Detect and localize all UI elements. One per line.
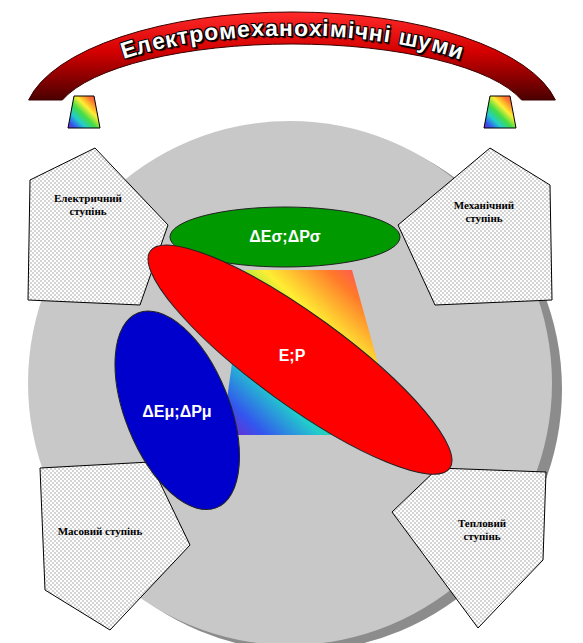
- title-letter: а: [265, 17, 278, 40]
- stage-shape: [392, 468, 546, 628]
- energy-label: ΔEσ;ΔPσ: [200, 227, 370, 246]
- node-outline: [26, 146, 170, 307]
- energy-ellipse: ΔEμ;ΔPμ: [113, 309, 241, 512]
- stage-label: Тепловий ступінь: [439, 517, 525, 543]
- stage-label: Масовий ступінь: [57, 525, 143, 538]
- energy-label: ΔEμ;ΔPμ: [129, 402, 225, 421]
- title-arc: [29, 12, 556, 100]
- title-letter: м: [329, 18, 348, 42]
- title-letter: о: [203, 21, 220, 46]
- title-letter: ч: [354, 19, 370, 43]
- stage-shape: [40, 462, 190, 630]
- title-letter: і: [322, 17, 329, 40]
- title-letter: м: [218, 19, 237, 44]
- stage-label: Механічний ступінь: [441, 199, 527, 225]
- title-letter: р: [188, 22, 205, 47]
- title-letter: о: [293, 16, 307, 39]
- title-letter: х: [308, 17, 322, 40]
- rainbow-trapezoid-small: [68, 96, 100, 128]
- node-outline: [390, 466, 548, 630]
- title-letter: і: [383, 23, 393, 47]
- node-outline: [20, 0, 564, 106]
- title-text: Електромеханохімічні шуми: [20, 0, 564, 106]
- energy-label: E;P: [232, 346, 352, 365]
- stage-pentagon: Електричний ступінь: [26, 146, 170, 307]
- rainbow-trapezoid-small: [484, 96, 516, 128]
- main-circle: [28, 121, 552, 643]
- stage-pentagon: Тепловий ступінь: [390, 466, 548, 630]
- stage-shape: [398, 148, 552, 305]
- title-letter: н: [368, 21, 385, 46]
- node-outline: [396, 146, 554, 307]
- stage-shape: [28, 148, 168, 305]
- stage-label: Електричний ступінь: [45, 192, 131, 218]
- stage-pentagon: Механічний ступінь: [396, 146, 554, 307]
- title-letter: н: [279, 16, 293, 39]
- title-band: Електромеханохімічні шуми: [20, 0, 564, 106]
- title-letter: е: [237, 18, 251, 42]
- title-letter: х: [251, 17, 265, 41]
